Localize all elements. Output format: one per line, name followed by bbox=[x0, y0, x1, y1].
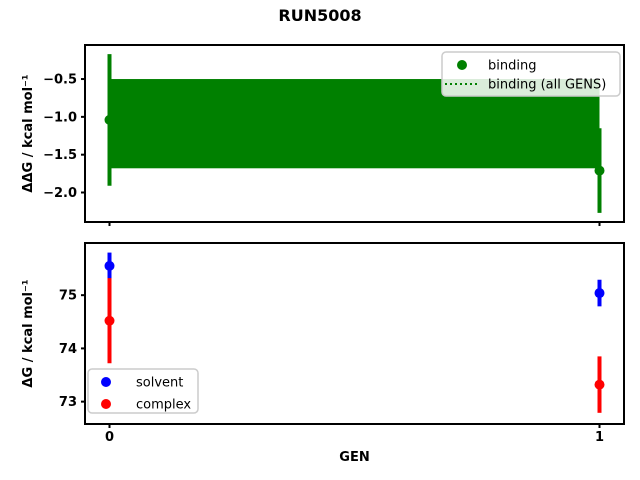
solvent-point-1 bbox=[594, 288, 605, 299]
binding-point-1 bbox=[594, 165, 605, 176]
x-axis-label-dg-components: GEN bbox=[339, 450, 369, 465]
legend-label-complex: complex bbox=[136, 398, 191, 413]
legend-label-solvent: solvent bbox=[136, 376, 183, 391]
complex-point-0 bbox=[104, 315, 115, 326]
x-tick-label-dg-components-1: 1 bbox=[595, 430, 604, 445]
legend-marker-complex bbox=[101, 399, 111, 409]
legend-marker-binding bbox=[457, 60, 467, 70]
y-tick-label-ddg-binding-0: −0.5 bbox=[43, 73, 77, 88]
solvent-point-0 bbox=[104, 260, 115, 271]
complex-point-1 bbox=[594, 379, 605, 390]
legend-label-binding-all-gens: binding (all GENS) bbox=[488, 78, 606, 93]
legend-marker-solvent bbox=[101, 377, 111, 387]
legend-label-binding: binding bbox=[488, 59, 536, 74]
y-axis-label-dg-components: ΔG / kcal mol⁻¹ bbox=[21, 279, 36, 387]
y-tick-label-dg-components-2: 73 bbox=[59, 395, 77, 410]
y-tick-label-dg-components-0: 75 bbox=[59, 289, 77, 304]
legend-box-dg-components bbox=[87, 368, 199, 414]
legend-box-ddg-binding bbox=[441, 51, 621, 97]
y-tick-label-ddg-binding-3: −2.0 bbox=[43, 186, 77, 201]
y-tick-label-ddg-binding-2: −1.5 bbox=[43, 148, 77, 163]
axes-frame-dg-components bbox=[84, 242, 625, 425]
figure-title: RUN5008 bbox=[278, 6, 362, 25]
y-tick-label-dg-components-1: 74 bbox=[59, 342, 77, 357]
y-tick-label-ddg-binding-1: −1.0 bbox=[43, 110, 77, 125]
x-tick-label-dg-components-0: 0 bbox=[105, 430, 114, 445]
binding-point-0 bbox=[104, 114, 115, 125]
axes-frame-ddg-binding bbox=[84, 44, 625, 223]
y-axis-label-ddg-binding: ΔΔG / kcal mol⁻¹ bbox=[21, 74, 36, 192]
